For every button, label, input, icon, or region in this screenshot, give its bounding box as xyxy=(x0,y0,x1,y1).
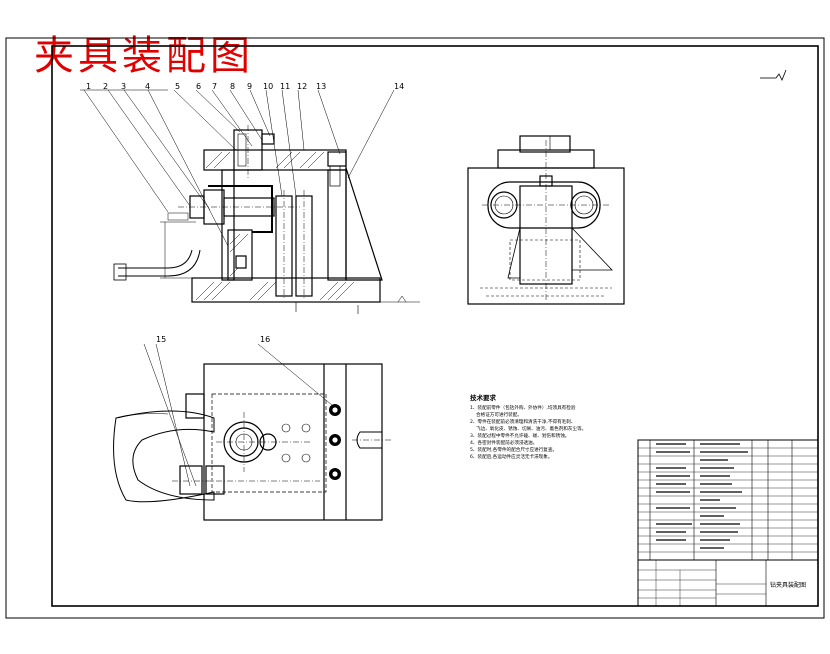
tech-req-line: 4、各密封件装配前必须浸透油。 xyxy=(470,439,537,446)
balloon-5: 5 xyxy=(175,82,180,91)
drawing-title: 夹具装配图 xyxy=(34,33,254,79)
top-view xyxy=(113,363,392,521)
tech-req-line: 1、装配前零件（包括外购、外协件）,均须具有检验 xyxy=(470,404,576,411)
balloon-7: 7 xyxy=(212,82,217,91)
balloon-14: 14 xyxy=(394,82,404,91)
tech-req-line: 合格证方可进行装配。 xyxy=(476,411,522,418)
side-view xyxy=(467,135,625,305)
title-block-name: 钻夹具装配图 xyxy=(770,581,806,589)
balloon-8: 8 xyxy=(230,82,235,91)
title-block xyxy=(637,559,819,607)
tech-req-line: 3、装配过程中零件不允许磕、碰、划伤和锈蚀。 xyxy=(470,432,569,439)
tech-req-line: 2、零件在装配前必须清理和清洗干净,不得有毛刺、 xyxy=(470,418,575,425)
balloon-9: 9 xyxy=(247,82,252,91)
roughness-note xyxy=(760,69,787,81)
balloon-6: 6 xyxy=(196,82,201,91)
outer-frame xyxy=(5,37,825,619)
tech-req-heading: 技术要求 xyxy=(470,393,497,402)
technical-requirements: 技术要求 1、装配前零件（包括外购、外协件）,均须具有检验 合格证方可进行装配。… xyxy=(470,393,586,460)
balloon-11: 11 xyxy=(280,82,290,91)
balloon-16: 16 xyxy=(260,335,270,344)
balloon-10: 10 xyxy=(263,82,273,91)
front-section-view xyxy=(113,125,420,314)
balloon-2: 2 xyxy=(103,82,108,91)
balloon-3: 3 xyxy=(121,82,126,91)
tech-req-line: 飞边、氧化皮、锈蚀、切屑、油污、着色剂和灰尘等。 xyxy=(476,425,586,432)
tech-req-line: 6、装配后,各运动件应灵活无卡滞现象。 xyxy=(470,453,552,460)
balloon-1: 1 xyxy=(86,82,91,91)
balloon-13: 13 xyxy=(316,82,326,91)
inner-frame xyxy=(51,45,819,607)
balloon-12: 12 xyxy=(297,82,307,91)
parts-list xyxy=(637,439,819,561)
tech-req-line: 5、装配时,各零件的配合尺寸应进行复查。 xyxy=(470,446,557,453)
balloon-15: 15 xyxy=(156,335,166,344)
balloon-4: 4 xyxy=(145,82,150,91)
part-balloons: 1 2 3 4 5 6 7 8 9 10 11 12 13 14 15 16 xyxy=(86,82,404,344)
leader-lines xyxy=(80,89,395,487)
